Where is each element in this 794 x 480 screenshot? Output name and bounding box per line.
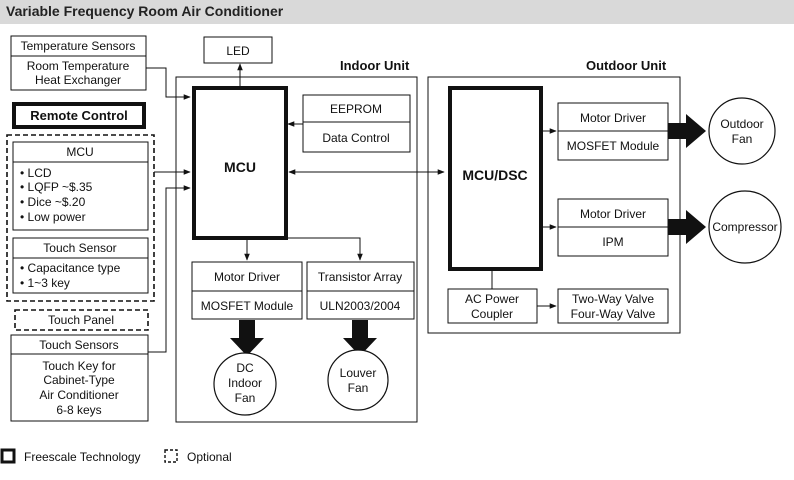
legend: Freescale Technology Optional xyxy=(0,448,232,464)
legend-optional-swatch xyxy=(164,449,178,463)
touch-sensors-line: 6-8 keys xyxy=(56,403,101,417)
touch-panel-label: Touch Panel xyxy=(48,313,114,327)
touch-sensor-block: Touch Sensor • Capacitance type • 1~3 ke… xyxy=(12,237,149,294)
touch-sensors-line: Touch Key for xyxy=(42,359,115,373)
outdoor-motor-driver-block-1: Motor Driver MOSFET Module xyxy=(557,102,669,161)
indoor-mosfet-label: MOSFET Module xyxy=(201,299,294,313)
touch-sensors-block: Touch Sensors Touch Key for Cabinet-Type… xyxy=(10,334,149,422)
mcu-dsc-label: MCU/DSC xyxy=(462,167,527,183)
louver-fan-drive-arrow xyxy=(343,320,377,356)
indoor-mcu-block: MCU xyxy=(192,86,288,240)
transistor-array-block: Transistor Array ULN2003/2004 xyxy=(306,261,415,320)
touch-sensor-bullet: • 1~3 key xyxy=(20,276,70,290)
touch-sensor-header: Touch Sensor xyxy=(43,241,116,255)
uln-label: ULN2003/2004 xyxy=(320,299,401,313)
indoor-motor-driver-label: Motor Driver xyxy=(214,270,280,284)
dc-fan-line: DC xyxy=(236,361,254,375)
outdoor-motor-driver-label: Motor Driver xyxy=(580,207,646,221)
compressor: Compressor xyxy=(708,190,782,264)
outdoor-fan-drive-arrow xyxy=(668,114,706,148)
touch-sensors-line: Air Conditioner xyxy=(39,388,118,402)
ipm-label: IPM xyxy=(602,235,623,249)
led-block: LED xyxy=(203,36,273,64)
outdoor-motor-driver-block-2: Motor Driver IPM xyxy=(557,198,669,257)
eeprom-label: EEPROM xyxy=(330,102,382,116)
outdoor-motor-driver-label: Motor Driver xyxy=(580,111,646,125)
indoor-motor-driver-block: Motor Driver MOSFET Module xyxy=(191,261,303,320)
indoor-unit-label: Indoor Unit xyxy=(340,58,410,73)
mcu-bullet: • Low power xyxy=(20,210,86,224)
outdoor-fan: Outdoor Fan xyxy=(708,97,776,165)
remote-control-block: Remote Control xyxy=(12,102,146,129)
indoor-unit-frame xyxy=(175,76,418,423)
dc-indoor-fan: DC Indoor Fan xyxy=(213,352,277,416)
ac-power-coupler-block: AC Power Coupler xyxy=(447,288,538,324)
outdoor-mosfet-label: MOSFET Module xyxy=(567,139,660,153)
touch-sensors-header: Touch Sensors xyxy=(39,338,118,352)
data-control-label: Data Control xyxy=(322,131,389,145)
touch-sensors-line: Cabinet-Type xyxy=(43,373,115,387)
remote-control-label: Remote Control xyxy=(30,108,128,123)
touch-panel-block: Touch Panel xyxy=(14,309,149,331)
temperature-sensors-line: Heat Exchanger xyxy=(35,73,121,87)
compressor-label: Compressor xyxy=(712,220,777,234)
outdoor-fan-line: Fan xyxy=(732,132,753,146)
temperature-sensors-line: Room Temperature xyxy=(27,59,130,73)
outdoor-fan-line: Outdoor xyxy=(720,117,763,131)
led-label: LED xyxy=(226,44,250,58)
valves-block: Two-Way Valve Four-Way Valve xyxy=(557,288,669,324)
eeprom-block: EEPROM Data Control xyxy=(302,94,411,153)
transistor-array-label: Transistor Array xyxy=(318,270,402,284)
mcu-bullet: • LCD xyxy=(20,166,52,180)
outdoor-unit-label: Outdoor Unit xyxy=(586,58,667,73)
mcu-dsc-block: MCU/DSC xyxy=(448,86,543,271)
louver-fan: Louver Fan xyxy=(327,349,389,411)
touch-sensor-bullet: • Capacitance type xyxy=(20,261,121,275)
valves-line: Two-Way Valve xyxy=(572,292,654,306)
legend-freescale-label: Freescale Technology xyxy=(24,450,141,464)
diagram-title: Variable Frequency Room Air Conditioner xyxy=(6,3,284,19)
temperature-sensors-block: Temperature Sensors Room Temperature Hea… xyxy=(10,35,147,91)
indoor-mcu-label: MCU xyxy=(224,159,256,175)
mcu-remote-block: MCU • LCD • LQFP ~$.35 • Dice ~$.20 • Lo… xyxy=(12,141,149,231)
legend-optional-label: Optional xyxy=(187,450,232,464)
temperature-sensors-header: Temperature Sensors xyxy=(21,39,136,53)
valves-line: Four-Way Valve xyxy=(571,307,656,321)
left-connectors xyxy=(146,67,191,353)
dc-fan-line: Indoor xyxy=(228,376,262,390)
mcu-bullet: • Dice ~$.20 xyxy=(20,195,86,209)
ac-power-coupler-line: Coupler xyxy=(471,307,513,321)
ac-power-coupler-line: AC Power xyxy=(465,292,519,306)
louver-fan-line: Louver xyxy=(340,366,377,380)
optional-mcu-group-frame xyxy=(6,134,155,302)
title-bar: Variable Frequency Room Air Conditioner xyxy=(0,0,794,24)
compressor-drive-arrow xyxy=(668,210,706,244)
mcu-to-transistor-array-arrow xyxy=(286,237,363,261)
dc-fan-line: Fan xyxy=(235,391,256,405)
legend-freescale-swatch xyxy=(0,448,16,464)
dc-fan-drive-arrow xyxy=(230,320,264,356)
mcu-remote-header: MCU xyxy=(66,145,93,159)
mcu-bullet: • LQFP ~$.35 xyxy=(20,180,93,194)
louver-fan-line: Fan xyxy=(348,381,369,395)
outdoor-unit-frame xyxy=(427,76,681,334)
